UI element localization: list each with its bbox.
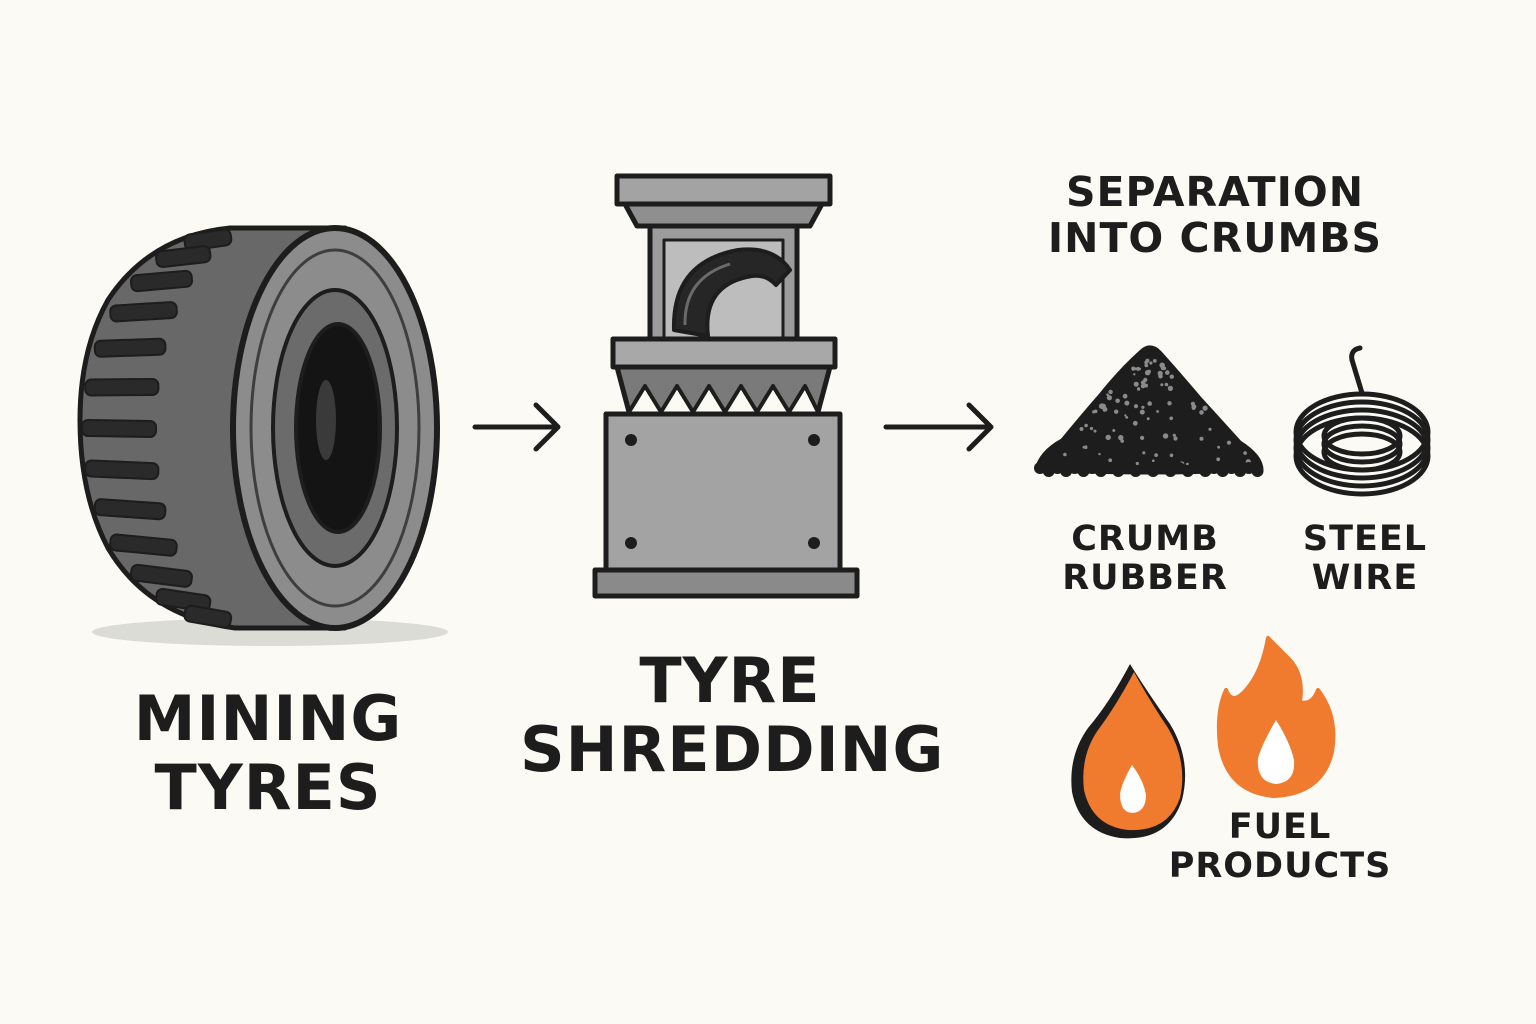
separation-line2: INTO CRUMBS xyxy=(1047,213,1383,262)
arrow-to-shredding xyxy=(472,402,561,452)
separation-label: SEPARATION INTO CRUMBS xyxy=(1010,168,1420,262)
crumb-rubber-label: CRUMB RUBBER xyxy=(1040,519,1250,599)
tyre-shredding-line2: SHREDDING xyxy=(520,713,945,787)
fuel-products-line1: FUEL xyxy=(1228,807,1332,847)
steel-wire-line1: STEEL xyxy=(1302,519,1428,559)
tyre-shredding-label: TYRE SHREDDING xyxy=(520,644,945,787)
crumb-rubber-line2: RUBBER xyxy=(1062,558,1228,599)
arrow-to-separation xyxy=(883,402,994,452)
mining-tyres-line2: TYRES xyxy=(154,751,382,825)
mining-tyres-line1: MINING xyxy=(133,682,403,755)
tyre-shredder-icon xyxy=(592,173,860,599)
steel-wire-coil-icon xyxy=(1293,345,1431,497)
steel-wire-line2: WIRE xyxy=(1311,558,1419,599)
fuel-products-line2: PRODUCTS xyxy=(1168,846,1392,887)
crumb-rubber-pile-icon xyxy=(1034,345,1264,477)
crumb-rubber-line1: CRUMB xyxy=(1071,519,1219,559)
mining-tyre-icon xyxy=(77,225,448,646)
fuel-products-label: FUEL PRODUCTS xyxy=(1150,807,1410,887)
mining-tyres-label: MINING TYRES xyxy=(118,684,418,823)
tyre-shredding-line1: TYRE xyxy=(639,644,821,717)
separation-line1: SEPARATION xyxy=(1065,168,1365,216)
steel-wire-label: STEEL WIRE xyxy=(1280,519,1450,599)
flame-icon xyxy=(1071,636,1336,839)
